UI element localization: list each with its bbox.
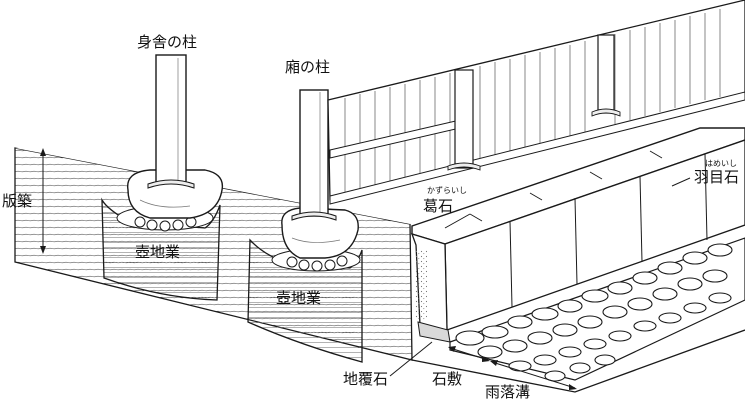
hisashi-pillar-label: 廂の柱 [285, 58, 331, 76]
foundation-stone-right [281, 207, 359, 259]
kazuraishi-reading: かずらいし [427, 186, 467, 195]
foundation-stone-left [126, 169, 224, 219]
jifukuishi-label: 地覆石 [343, 370, 389, 388]
ishijiki-label: 石敷 [432, 370, 463, 388]
moya-pillar-label: 身舎の柱 [137, 33, 198, 51]
tsubojigyo-right-label: 壺地業 [276, 289, 322, 307]
hameishi-reading: はめいし [705, 159, 737, 168]
hameishi-label: 羽目石 [694, 168, 740, 186]
hanchiku-label: 版築 [2, 192, 33, 210]
amaochimizo-label: 雨落溝 [485, 383, 531, 401]
hisashi-pillar [299, 89, 329, 217]
tsubojigyo-left-label: 壺地業 [135, 243, 181, 261]
moya-pillar [155, 54, 187, 184]
back-wall [327, 0, 745, 201]
kazuraishi-label: 葛石 [423, 197, 454, 215]
